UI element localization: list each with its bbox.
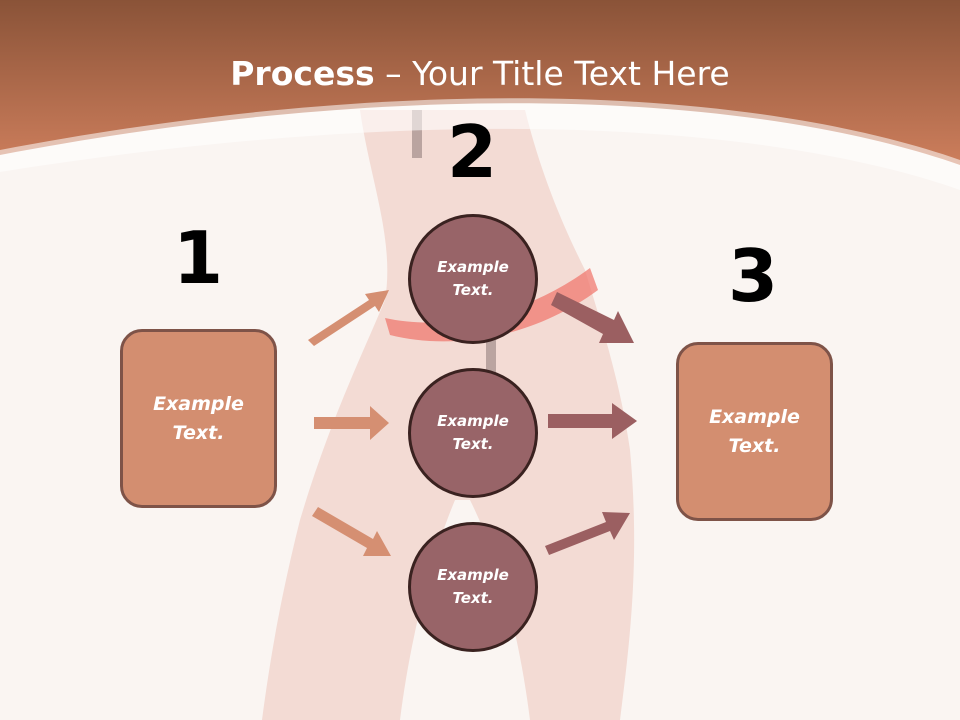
arrow-left-top bbox=[308, 290, 389, 346]
slide-title: Process – Your Title Text Here bbox=[0, 52, 960, 96]
step-3-box: Example Text. bbox=[676, 342, 833, 521]
step-1-text: Example Text. bbox=[153, 392, 244, 444]
step-number-2: 2 bbox=[446, 110, 498, 194]
step-1-box: Example Text. bbox=[120, 329, 277, 508]
title-bold: Process bbox=[230, 54, 375, 93]
arrow-right-middle bbox=[548, 403, 637, 439]
step-2-circle-top: Example Text. bbox=[408, 214, 538, 344]
circle-middle-text: Example Text. bbox=[437, 412, 509, 453]
step-number-1: 1 bbox=[172, 216, 224, 300]
right-arrows bbox=[545, 292, 637, 555]
header-swoosh bbox=[0, 98, 960, 190]
circle-bottom-text: Example Text. bbox=[437, 566, 509, 607]
left-arrows bbox=[308, 290, 391, 556]
step-3-text: Example Text. bbox=[709, 405, 800, 457]
arrow-left-middle bbox=[314, 406, 389, 440]
arrow-right-top bbox=[551, 292, 634, 343]
circle-top-text: Example Text. bbox=[437, 258, 509, 299]
title-rest: – Your Title Text Here bbox=[374, 54, 730, 93]
arrow-left-bottom bbox=[312, 507, 391, 556]
step-2-circle-middle: Example Text. bbox=[408, 368, 538, 498]
step-2-circle-bottom: Example Text. bbox=[408, 522, 538, 652]
step-number-3: 3 bbox=[727, 234, 779, 318]
header-band bbox=[0, 0, 960, 165]
arrow-right-bottom bbox=[545, 512, 630, 555]
